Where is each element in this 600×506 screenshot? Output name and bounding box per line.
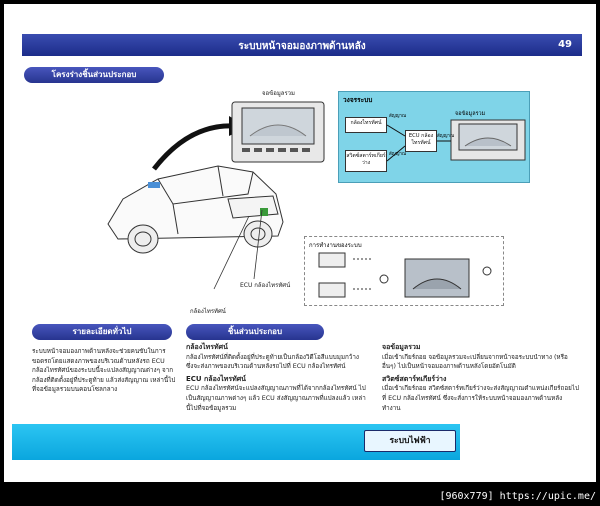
image-watermark: [960x779] https://upic.me/ [439, 491, 596, 502]
part-camera-text: กล้องไทรทัศน์ที่ติดตั้งอยู่ที่ประตูท้ายเ… [186, 353, 359, 371]
sys-signal-1: สัญญาณ [389, 114, 407, 119]
display-label: จอข้อมูลรวม [262, 90, 296, 97]
part-camera-heading: กล้องไทรทัศน์ [186, 343, 228, 351]
sys-switch-box: สวิตซ์สตาร์ทเกียร์ว่าง [345, 150, 387, 172]
page-title: ระบบหน้าจอมองภาพด้านหลัง [238, 41, 366, 52]
part-display-heading: จอข้อมูลรวม [382, 343, 421, 351]
part-display-text: เมื่อเข้าเกียร์ถอย จอข้อมูลรวมจะเปลี่ยนจ… [382, 353, 568, 371]
system-box-title: วงจรระบบ [343, 96, 373, 104]
general-section-pill: รายละเอียดทั่วไป [32, 324, 172, 340]
sys-signal-3: สัญญาณ [437, 134, 455, 139]
callout-lines [213, 209, 263, 290]
dash-display-highlight [148, 182, 160, 188]
part-switch-text: เมื่อเข้าเกียร์ถอย สวิตซ์สตาร์ทเกียร์ว่า… [382, 385, 579, 412]
system-circuit-box: วงจรระบบ กล้องไทรทัศน์ สวิตซ์สตาร์ทเกียร… [338, 91, 530, 183]
sys-connections [386, 124, 451, 162]
operation-box: การทำงานของระบบ [304, 236, 504, 306]
display-unit-drawing [231, 101, 325, 163]
manual-page: ระบบหน้าจอมองภาพด้านหลัง 49 โครงร่างชิ้น… [4, 4, 596, 482]
sys-display-drawing [450, 119, 526, 161]
parts-right-column: จอข้อมูลรวม เมื่อเข้าเกียร์ถอย จอข้อมูลร… [382, 340, 580, 413]
sys-signal-2: สัญญาณ [389, 152, 407, 157]
sys-display-label: จอข้อมูลรวม [455, 111, 486, 117]
components-section-pill: โครงร่างชิ้นส่วนประกอบ [24, 67, 164, 83]
car-illustration [107, 165, 284, 254]
operation-drawing [318, 252, 492, 298]
sys-ecu-box: ECU กล้องไทรทัศน์ [405, 130, 437, 152]
part-switch-heading: สวิตซ์สตาร์ทเกียร์ว่าง [382, 374, 447, 383]
camera-label: กล้องไทรทัศน์ [190, 308, 226, 315]
ecu-label: ECU กล้องไทรทัศน์ [240, 282, 291, 289]
parts-section-pill: ชิ้นส่วนประกอบ [186, 324, 324, 340]
part-ecu-text: ECU กล้องไทรทัศน์จะแปลงสัญญาณภาพที่ได้จา… [186, 385, 366, 412]
page-header: ระบบหน้าจอมองภาพด้านหลัง 49 [22, 34, 582, 56]
operation-title: การทำงานของระบบ [309, 242, 362, 249]
general-description: ระบบหน้าจอมองภาพด้านหลังจะช่วยคนขับในการ… [32, 348, 176, 394]
page-number: 49 [558, 39, 572, 50]
sys-camera-box: กล้องไทรทัศน์ [345, 117, 387, 133]
footer-section-label: ระบบไฟฟ้า [364, 430, 456, 452]
camera-highlight [260, 208, 268, 216]
part-ecu-heading: ECU กล้องไทรทัศน์ [186, 374, 246, 383]
parts-left-column: กล้องไทรทัศน์ กล้องไทรทัศน์ที่ติดตั้งอยู… [186, 340, 368, 413]
